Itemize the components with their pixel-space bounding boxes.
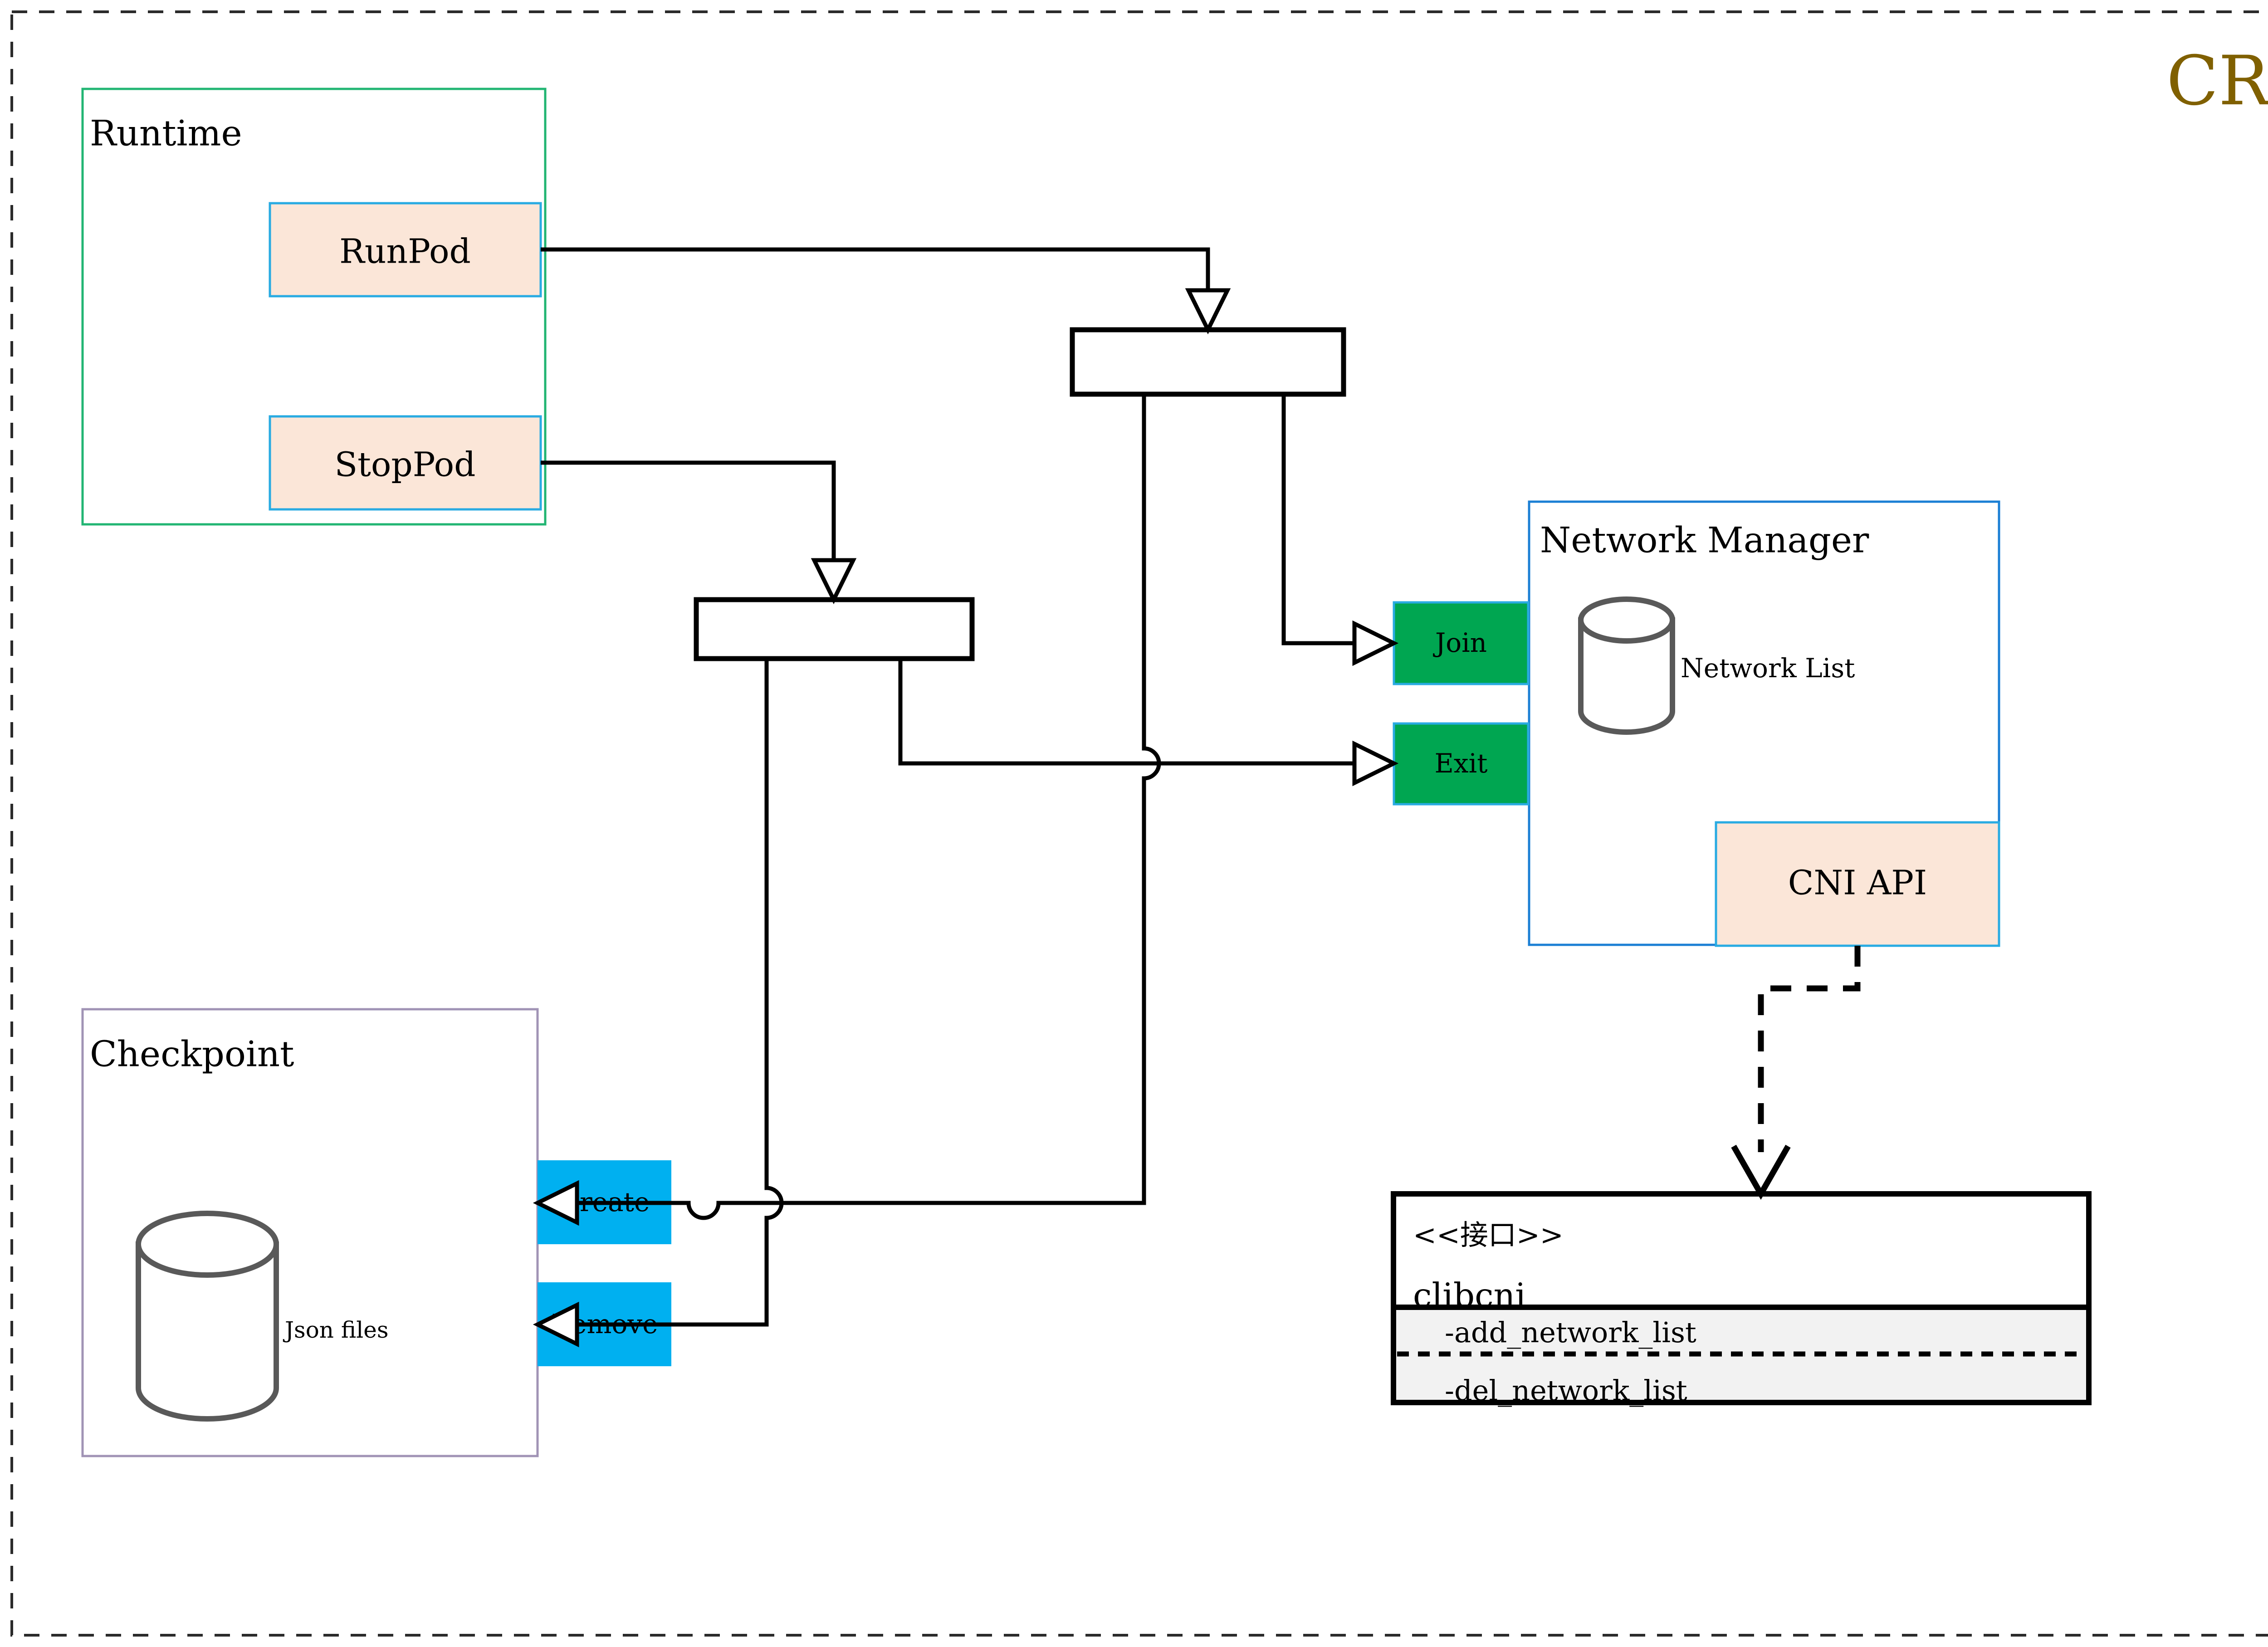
node-cni-api[interactable] xyxy=(1715,821,2000,947)
group-network-manager-label: Network Manager xyxy=(1540,520,1869,561)
edge-fork-to-remove xyxy=(568,659,784,1327)
arrowhead-stoppod-fork xyxy=(811,558,857,605)
edge-fork-to-create xyxy=(568,394,1161,1220)
group-runtime-label: Runtime xyxy=(90,113,242,154)
interface-name: clibcni xyxy=(1413,1276,1526,1315)
interface-method-0: -add_network_list xyxy=(1445,1316,1696,1349)
node-stoppod-label: StopPod xyxy=(334,445,475,484)
database-cylinder-network-list xyxy=(1578,596,1675,735)
arrowhead-runpod-fork xyxy=(1185,288,1231,335)
arrowhead-remove xyxy=(533,1301,579,1348)
arrowhead-clibcni xyxy=(1731,1144,1791,1200)
node-join-label: Join xyxy=(1433,627,1487,658)
interface-method-1: -del_network_list xyxy=(1445,1374,1687,1407)
edge-fork-to-exit xyxy=(898,659,1362,766)
interface-stereotype: <<接口>> xyxy=(1413,1218,1564,1251)
checkpoint-store-label: Json files xyxy=(283,1317,389,1343)
network-list-label: Network List xyxy=(1681,653,1855,684)
node-exit-label: Exit xyxy=(1435,748,1488,779)
arrowhead-exit xyxy=(1352,740,1399,787)
node-join[interactable] xyxy=(1393,601,1530,685)
node-runpod[interactable] xyxy=(269,202,542,298)
interface-clibcni xyxy=(1391,1191,2092,1405)
node-cni-api-label: CNI API xyxy=(1788,863,1927,902)
edge-stoppod-to-fork xyxy=(541,460,836,572)
fork-bar-runpod xyxy=(1070,327,1346,397)
arrowhead-create xyxy=(533,1180,579,1226)
arrowhead-join xyxy=(1352,620,1399,666)
edge-runpod-to-fork xyxy=(541,247,1210,302)
group-checkpoint-label: Checkpoint xyxy=(90,1034,294,1075)
node-runpod-label: RunPod xyxy=(339,232,471,271)
database-cylinder-checkpoint xyxy=(136,1211,279,1422)
page-title: CRI xyxy=(2166,42,2268,121)
edge-fork-to-join xyxy=(1281,394,1362,645)
fork-bar-stoppod xyxy=(694,597,975,661)
edge-cniapi-to-clibcni xyxy=(1758,946,1861,1152)
node-exit[interactable] xyxy=(1393,722,1530,806)
outer-frame xyxy=(10,10,2268,1637)
